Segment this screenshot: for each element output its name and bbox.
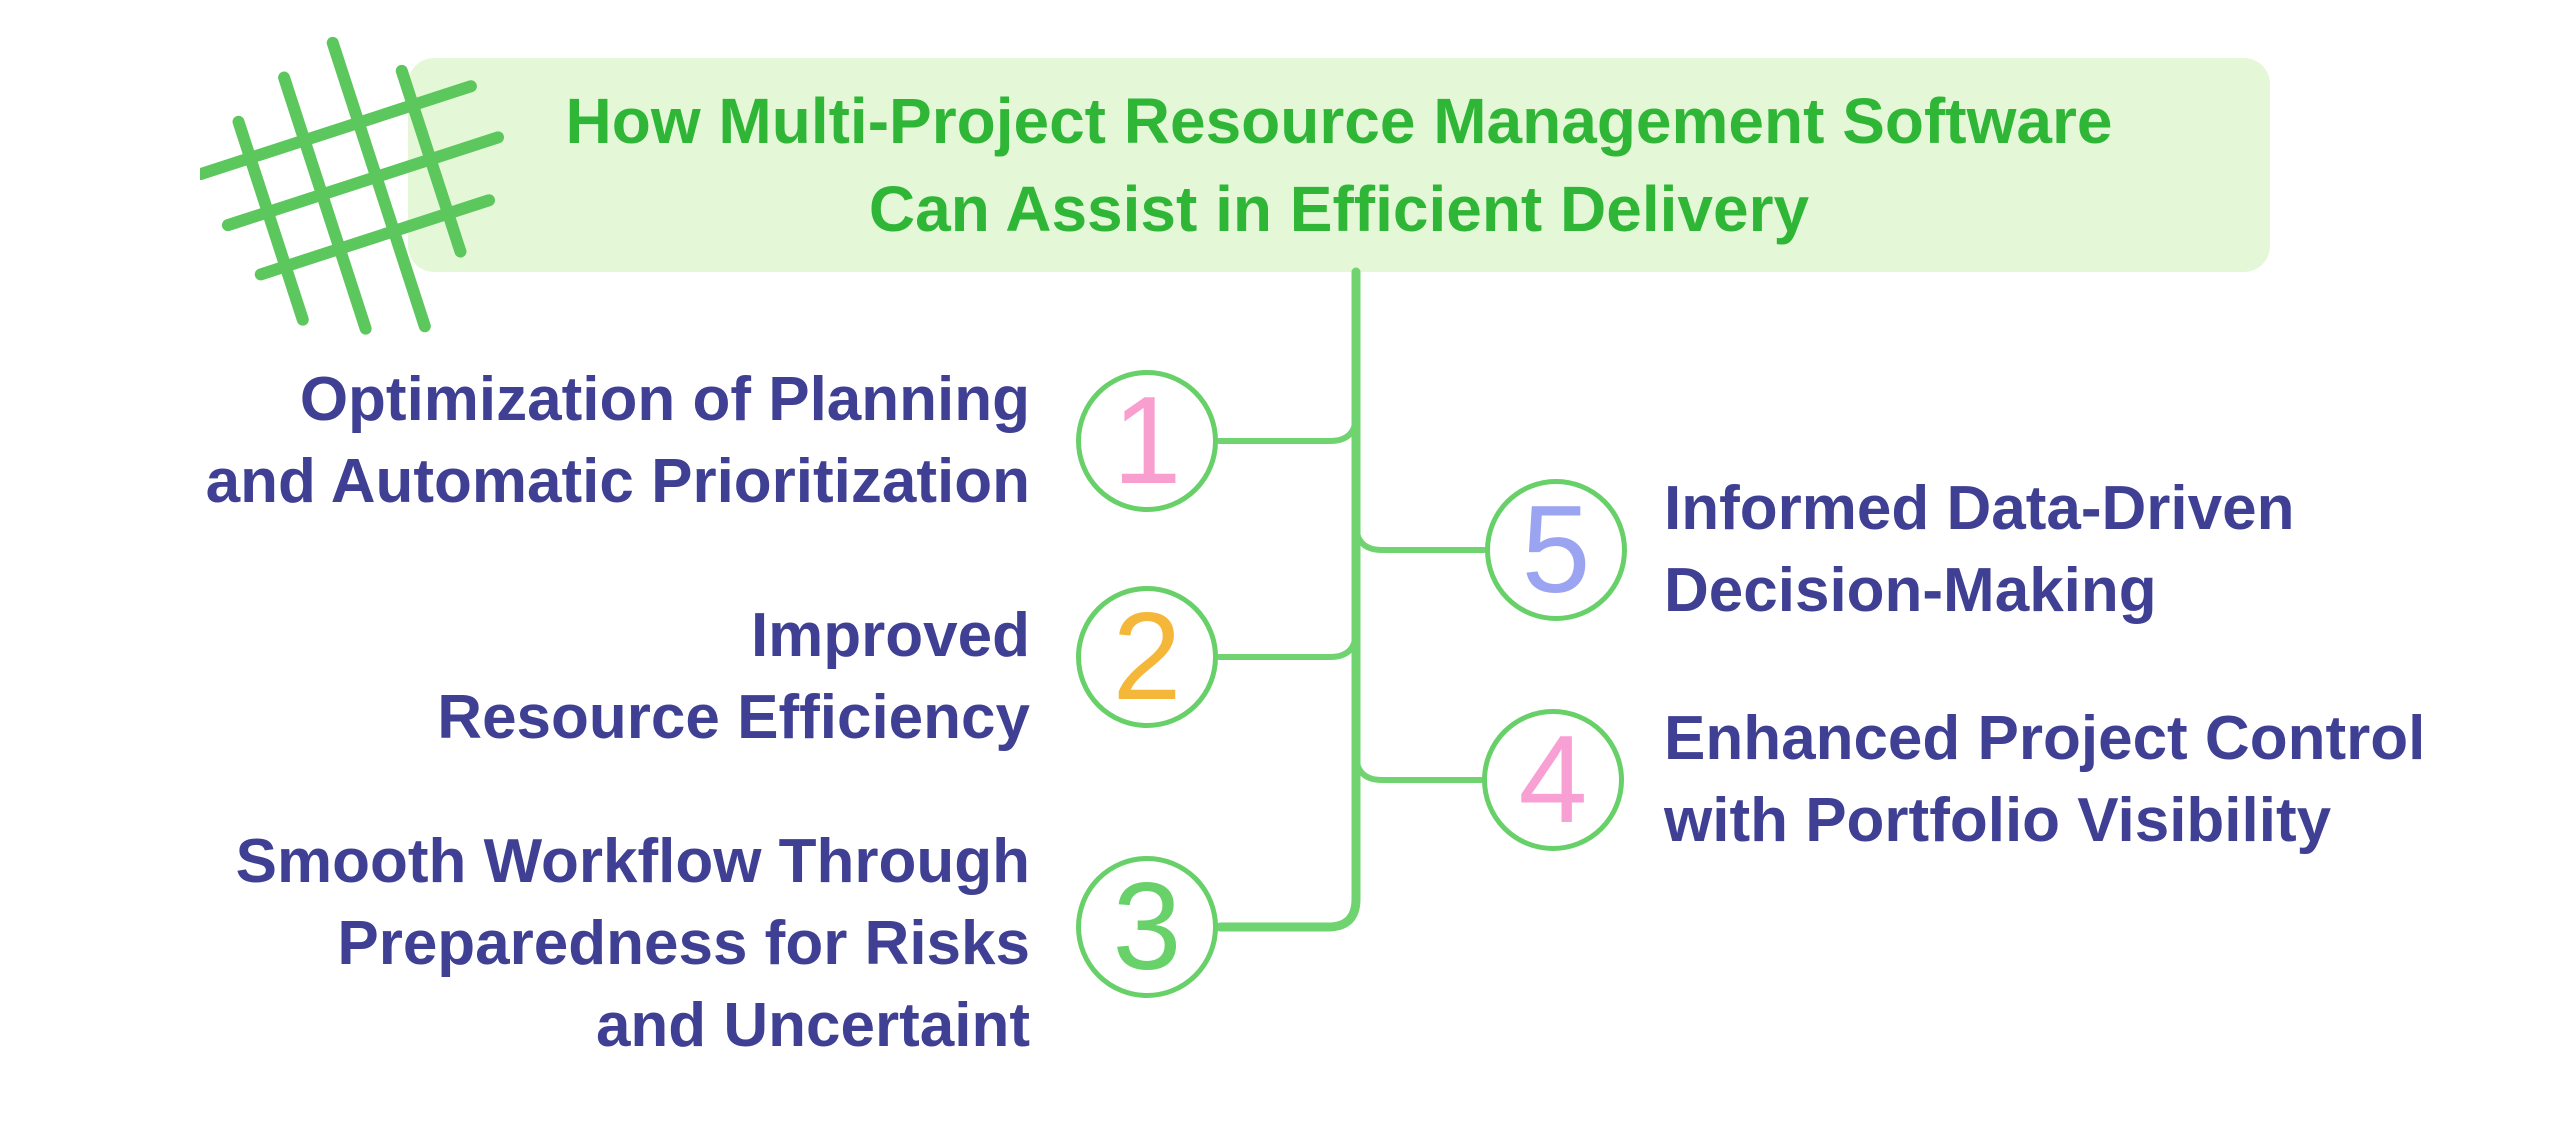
page-title-line-1: How Multi-Project Resource Management So… <box>565 85 2113 157</box>
item-4-number-badge: 4 <box>1482 709 1624 851</box>
item-4-number: 4 <box>1518 711 1588 849</box>
item-5-label: Informed Data-Driven Decision-Making <box>1664 468 2544 632</box>
item-3-label: Smooth Workflow Through Preparedness for… <box>60 821 1030 1067</box>
item-4-label-line-2: with Portfolio Visibility <box>1664 786 2332 855</box>
branch-4-line <box>1353 751 1484 783</box>
item-5-number: 5 <box>1521 481 1591 619</box>
item-5-label-line-1: Informed Data-Driven <box>1664 474 2295 543</box>
branch-2-line <box>1216 628 1359 660</box>
item-1-label-line-1: Optimization of Planning <box>299 365 1030 434</box>
item-3-label-line-2: Preparedness for Risks <box>337 909 1030 978</box>
item-5-number-badge: 5 <box>1485 479 1627 621</box>
page-title-line-2: Can Assist in Efficient Delivery <box>868 173 1810 245</box>
branch-5-line <box>1353 521 1487 553</box>
item-3-number-badge: 3 <box>1076 856 1218 998</box>
item-1-number: 1 <box>1112 372 1182 510</box>
trunk-line <box>1215 267 1361 932</box>
item-2-label-line-1: Improved <box>750 601 1030 670</box>
item-2-label: Improved Resource Efficiency <box>60 595 1030 759</box>
title-banner: How Multi-Project Resource Management So… <box>408 58 2270 272</box>
item-4-label-line-1: Enhanced Project Control <box>1664 704 2426 773</box>
item-1-number-badge: 1 <box>1076 370 1218 512</box>
item-2-number-badge: 2 <box>1076 586 1218 728</box>
item-2-number: 2 <box>1112 588 1182 726</box>
item-3-label-line-1: Smooth Workflow Through <box>235 827 1030 896</box>
item-1-label-line-2: and Automatic Prioritization <box>205 447 1030 516</box>
item-1-label: Optimization of Planning and Automatic P… <box>60 359 1030 523</box>
branch-1-line <box>1216 412 1359 444</box>
item-4-label: Enhanced Project Control with Portfolio … <box>1664 698 2560 862</box>
item-5-label-line-2: Decision-Making <box>1664 556 2157 625</box>
item-3-number: 3 <box>1112 858 1182 996</box>
item-2-label-line-2: Resource Efficiency <box>437 683 1030 752</box>
hash-grid-doodle-icon <box>200 36 505 335</box>
item-3-label-line-3: and Uncertaint <box>595 991 1030 1060</box>
